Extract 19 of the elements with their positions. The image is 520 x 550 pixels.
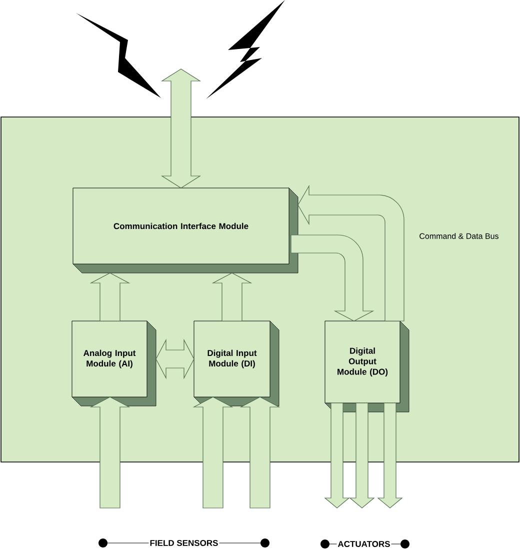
module-box: Communication Interface Module xyxy=(72,188,298,274)
block-arrow xyxy=(240,396,280,508)
block-arrow xyxy=(377,402,403,508)
block-arrow xyxy=(290,234,374,322)
group-label: ACTUATORS xyxy=(336,540,392,548)
block-arrow xyxy=(349,402,375,508)
bus-label: Command & Data Bus xyxy=(420,233,498,239)
block-arrow xyxy=(90,272,130,322)
module-box: Digital Input Module (DI) xyxy=(194,320,280,406)
block-arrow xyxy=(324,402,350,508)
block-arrow xyxy=(160,68,202,188)
module-box: Analog Input Module (AI) xyxy=(72,320,156,406)
block-arrow xyxy=(192,396,234,508)
module-box: Digital Output Module (DO) xyxy=(324,320,410,412)
block-arrow xyxy=(156,338,194,380)
block-arrow xyxy=(298,186,404,322)
group-label: FIELD SENSORS xyxy=(148,538,220,547)
block-arrow xyxy=(90,396,130,508)
block-arrow xyxy=(212,272,252,322)
